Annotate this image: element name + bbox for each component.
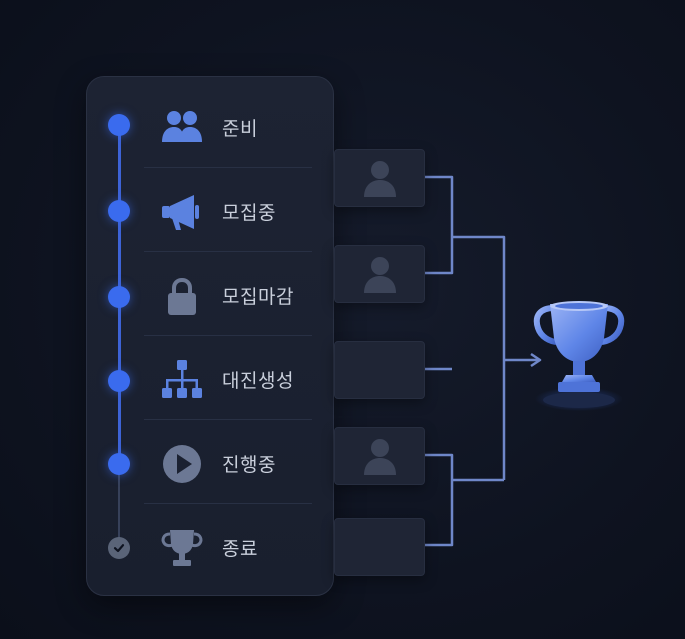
bracket-slot-2 [334,245,425,303]
divider [144,167,312,168]
lock-icon [168,277,196,315]
stage-finished: 종료 [144,504,312,588]
divider [144,503,312,504]
winner-trophy-icon [533,301,625,411]
divider [144,251,312,252]
person-icon [364,439,396,475]
divider [144,335,312,336]
megaphone-icon [162,195,199,230]
bracket-slot-4 [334,427,425,485]
stage-bracket-generation: 대진생성 [144,336,312,420]
stage-label: 모집마감 [222,286,294,308]
check-icon [113,544,125,553]
bracket-slot-3 [334,341,425,399]
person-icon [364,161,396,197]
bracket-line-upper [452,235,506,480]
stage-label: 준비 [222,118,258,140]
timeline-dot-2 [108,200,130,222]
bracket-tree-icon [162,360,202,398]
timeline-dot-3 [108,286,130,308]
stage-label: 대진생성 [222,370,294,392]
bracket-line-match-2 [424,453,454,547]
stage-closed: 모집마감 [144,252,312,336]
stage-ready: 준비 [144,84,312,168]
stage-panel [86,76,334,596]
bracket-line-match-1 [424,175,454,275]
users-icon [162,111,202,142]
trophy-icon [161,530,203,566]
stage-label: 종료 [222,538,258,560]
timeline-dot-4 [108,370,130,392]
bracket-slot-1 [334,149,425,207]
arrow-head-icon [530,352,542,368]
play-icon [163,445,201,483]
timeline-dot-6 [108,537,130,559]
stage-label: 진행중 [222,454,276,476]
person-icon [364,257,396,293]
stage-in-progress: 진행중 [144,420,312,504]
bracket-slot-5 [334,518,425,576]
stage-label: 모집중 [222,202,276,224]
timeline-rail-end [118,464,120,548]
divider [144,419,312,420]
stage-recruiting: 모집중 [144,168,312,252]
timeline-dot-5 [108,453,130,475]
timeline-dot-1 [108,114,130,136]
